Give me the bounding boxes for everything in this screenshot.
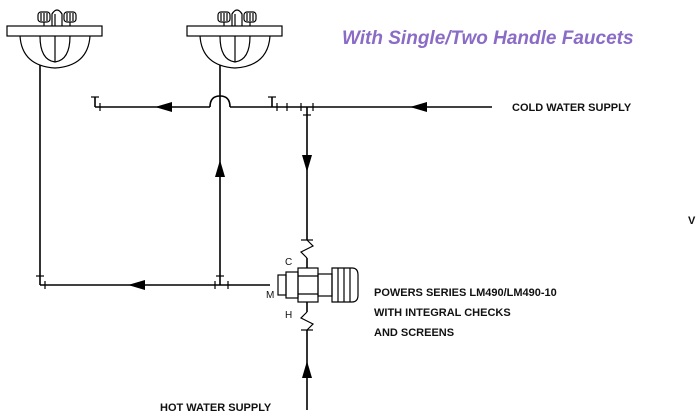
port-label-cold: C: [285, 257, 292, 268]
check-valve-cold: [299, 239, 315, 268]
faucet-handles-right: [217, 9, 257, 26]
flow-arrow-cold-mid: [155, 102, 172, 112]
flow-arrow-cold-down: [302, 155, 312, 172]
hot-water-supply-label: HOT WATER SUPPLY: [160, 402, 272, 414]
mixing-valve: [277, 267, 359, 303]
lavatory-sink-left: [6, 9, 103, 69]
faucet-handles-left: [37, 9, 77, 26]
check-valve-hot: [299, 302, 315, 410]
edge-text-fragment: V: [688, 215, 696, 227]
valve-label-line3: AND SCREENS: [374, 327, 454, 339]
mixed-water-pipe: [36, 65, 270, 289]
flow-arrow-mixed-left: [128, 280, 145, 290]
flow-arrow-hot-up: [302, 361, 312, 378]
diagram-title: With Single/Two Handle Faucets: [342, 28, 634, 49]
cold-water-pipe: [91, 95, 492, 240]
valve-label-line1: POWERS SERIES LM490/LM490-10: [374, 287, 557, 299]
lavatory-sink-right: [186, 9, 283, 69]
port-label-hot: H: [285, 310, 292, 321]
flow-arrow-cold-inlet: [410, 102, 427, 112]
port-label-mixed: M: [266, 290, 274, 301]
valve-label-line2: WITH INTEGRAL CHECKS: [374, 307, 511, 319]
cold-water-supply-label: COLD WATER SUPPLY: [512, 102, 632, 114]
flow-arrow-mixed-up: [215, 160, 225, 177]
